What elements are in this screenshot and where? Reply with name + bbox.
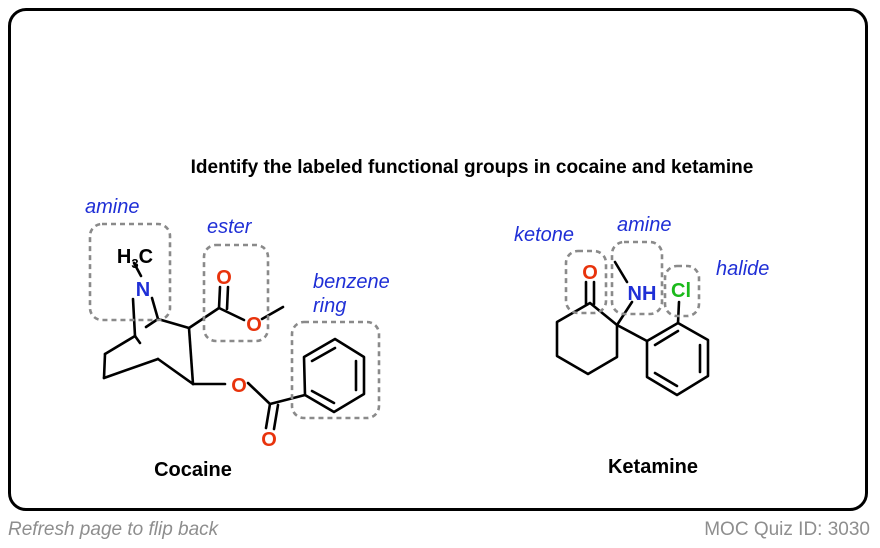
ester-oxygen: O: [246, 314, 262, 336]
bond: [144, 317, 160, 329]
bond: [310, 346, 337, 363]
benzene-ring: [302, 337, 366, 414]
label-halide: halide: [716, 258, 769, 280]
bond: [102, 352, 107, 380]
bond: [653, 371, 679, 388]
quiz-card[interactable]: [8, 8, 868, 511]
bond: [264, 402, 272, 430]
benzene-highlight-box: [290, 320, 381, 420]
cocaine-nitrogen: N: [136, 279, 150, 301]
bond: [615, 323, 649, 343]
bond: [272, 403, 280, 431]
halide-highlight-box: [663, 264, 701, 318]
bond: [102, 357, 160, 380]
benzoate-carbonyl-oxygen: O: [261, 429, 277, 451]
bond: [268, 393, 307, 406]
cocaine-name: Cocaine: [154, 459, 232, 481]
amine-highlight-box: [610, 240, 664, 316]
ketamine-amine-nh: NH: [628, 283, 657, 305]
label-benzene: benzene: [313, 271, 390, 293]
bond: [150, 296, 160, 321]
bond: [310, 389, 336, 405]
bond: [260, 305, 285, 321]
cyclohexanone-ring: [555, 301, 619, 376]
chlorine-atom: Cl: [671, 280, 691, 302]
bond: [131, 297, 137, 338]
ketamine-structure: O NH Cl ketone amine halide Ketamine: [514, 214, 769, 478]
ketone-highlight-box: [564, 249, 608, 315]
cocaine-structure: H3C N O O O O amine ester benzene ring C…: [85, 196, 390, 481]
bond: [156, 357, 195, 386]
bond: [225, 285, 230, 311]
methyl-group: H3C: [117, 246, 153, 271]
label-amine: amine: [85, 196, 139, 218]
bond: [653, 329, 680, 347]
bond: [217, 285, 222, 310]
bond: [133, 334, 142, 345]
ester-carbonyl-oxygen: O: [216, 267, 232, 289]
ketone-oxygen: O: [582, 262, 598, 284]
bond: [246, 381, 272, 406]
benzoate-oxygen: O: [231, 375, 247, 397]
bond: [132, 261, 143, 278]
label-ketone: ketone: [514, 224, 574, 246]
refresh-hint: Refresh page to flip back: [8, 519, 219, 540]
label-amine-ketamine: amine: [617, 214, 671, 236]
amine-highlight-box: [88, 222, 172, 322]
label-ring: ring: [313, 295, 346, 317]
bond: [103, 334, 137, 356]
quiz-id: MOC Quiz ID: 3030: [704, 519, 870, 540]
bond: [613, 260, 629, 284]
quiz-title: Identify the labeled functional groups i…: [191, 157, 754, 178]
bond: [156, 317, 191, 330]
ester-highlight-box: [202, 243, 270, 343]
bond: [217, 306, 246, 322]
ketamine-name: Ketamine: [608, 456, 698, 478]
bond: [187, 326, 195, 386]
bond: [676, 300, 681, 325]
label-ester: ester: [207, 216, 253, 238]
